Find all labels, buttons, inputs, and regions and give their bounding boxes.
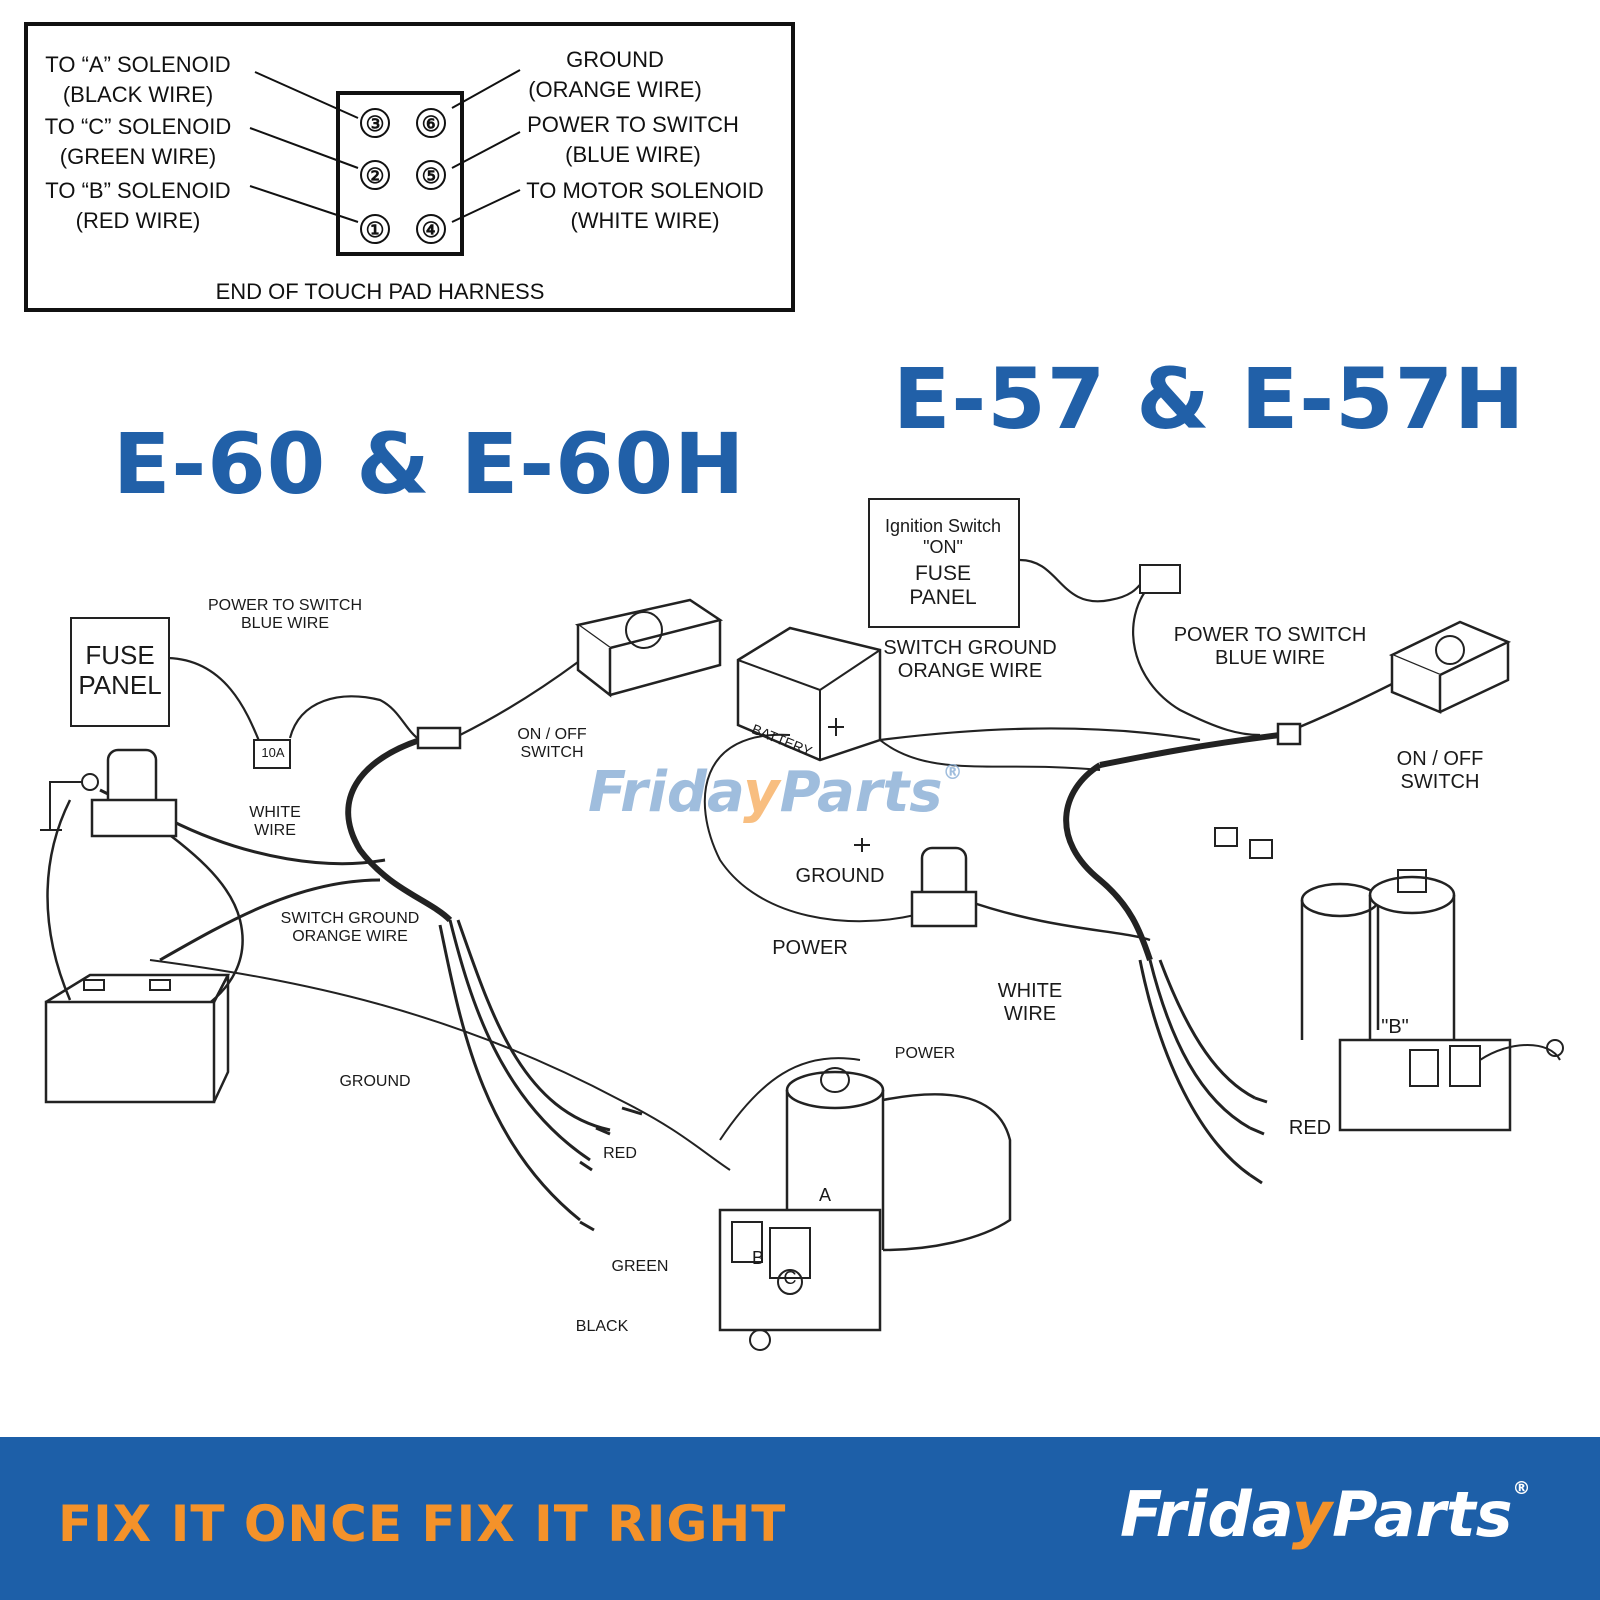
right-power-label: POWER xyxy=(772,937,848,959)
left-black-label: BLACK xyxy=(575,1318,629,1335)
left-switch-ground-label: SWITCH GROUND ORANGE WIRE xyxy=(280,910,420,946)
valve-a-label: A xyxy=(818,1185,831,1205)
harness-label-ground: GROUND (ORANGE WIRE) xyxy=(528,47,702,102)
pin-4: ④ xyxy=(416,214,446,244)
footer-banner xyxy=(0,1437,1600,1600)
left-green-label: GREEN xyxy=(611,1258,669,1275)
fuse-10a-label: 10A xyxy=(261,745,285,760)
left-power-label: POWER xyxy=(894,1045,956,1062)
pin-3: ③ xyxy=(360,108,390,138)
right-valve-b-label: "B" xyxy=(1381,1016,1409,1038)
left-white-wire-label: WHITE WIRE xyxy=(249,804,301,840)
pin-5: ⑤ xyxy=(416,160,446,190)
harness-caption: END OF TOUCH PAD HARNESS xyxy=(215,279,545,304)
harness-label-c-solenoid: TO “C” SOLENOID (GREEN WIRE) xyxy=(44,114,232,169)
harness-label-a-solenoid: TO “A” SOLENOID (BLACK WIRE) xyxy=(45,52,231,107)
left-power-to-switch-label: POWER TO SWITCH BLUE WIRE xyxy=(207,597,363,633)
touch-pad-harness-inset xyxy=(24,22,795,312)
right-ignition-fuse-panel: Ignition Switch "ON" FUSE PANEL xyxy=(868,498,1020,628)
valve-b-label: B xyxy=(751,1248,764,1268)
model-title-e60: E-60 & E-60H xyxy=(113,415,746,513)
right-on-off-switch-label: ON / OFF SWITCH xyxy=(1396,748,1484,793)
left-on-off-switch-label: ON / OFF SWITCH xyxy=(517,726,587,762)
watermark-logo: FridayParts® xyxy=(588,760,963,825)
pin-6: ⑥ xyxy=(416,108,446,138)
right-switch-ground-label: SWITCH GROUND ORANGE WIRE xyxy=(883,637,1057,682)
harness-label-motor-solenoid: TO MOTOR SOLENOID (WHITE WIRE) xyxy=(526,178,764,233)
harness-label-power-to-switch: POWER TO SWITCH (BLUE WIRE) xyxy=(527,112,739,167)
right-white-wire-label: WHITE WIRE xyxy=(997,980,1063,1025)
footer-logo: FridayParts® xyxy=(1120,1478,1531,1551)
right-power-to-switch-label: POWER TO SWITCH BLUE WIRE xyxy=(1173,624,1367,669)
left-fuse-panel: FUSE PANEL xyxy=(70,617,170,727)
footer-slogan: FIX IT ONCE FIX IT RIGHT xyxy=(58,1495,787,1553)
right-ground-label: GROUND xyxy=(795,865,885,887)
model-title-e57: E-57 & E-57H xyxy=(893,350,1526,448)
left-ground-label: GROUND xyxy=(339,1073,411,1090)
harness-connector xyxy=(336,91,464,256)
pin-2: ② xyxy=(360,160,390,190)
right-red-label: RED xyxy=(1288,1117,1332,1139)
valve-c-label: C xyxy=(783,1268,797,1288)
pin-1: ① xyxy=(360,214,390,244)
left-red-label: RED xyxy=(603,1145,637,1162)
harness-label-b-solenoid: TO “B” SOLENOID (RED WIRE) xyxy=(45,178,231,233)
